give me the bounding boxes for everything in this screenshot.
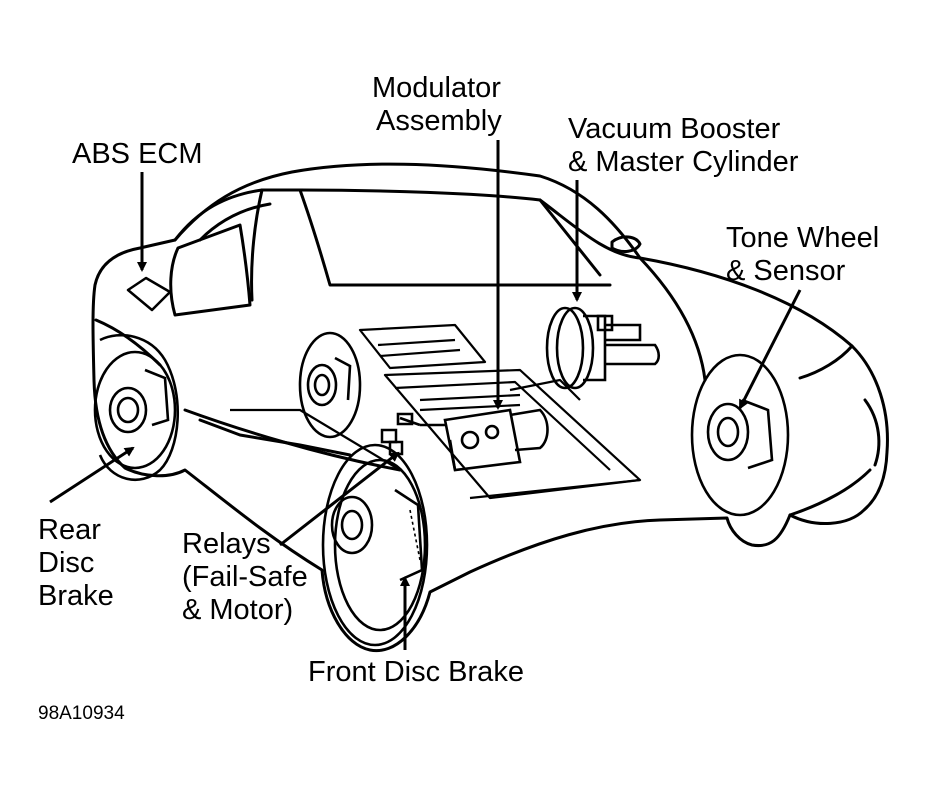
label-modulator-line-2: Assembly bbox=[376, 105, 502, 137]
label-relays-line-1: Relays bbox=[182, 528, 271, 560]
car-body bbox=[93, 164, 887, 651]
front-right-wheel bbox=[692, 355, 788, 515]
label-front-disc-line: Front Disc Brake bbox=[308, 656, 524, 688]
label-vacuum-booster-line-2: & Master Cylinder bbox=[568, 146, 799, 178]
label-modulator-assembly: Modulator Assembly bbox=[372, 72, 502, 138]
label-modulator-line-1: Modulator bbox=[372, 72, 501, 104]
label-relays-line-2: (Fail-Safe bbox=[182, 561, 308, 593]
label-rear-disc-line-3: Brake bbox=[38, 580, 114, 612]
label-rear-disc-line-1: Rear bbox=[38, 514, 101, 546]
label-relays: Relays (Fail-Safe & Motor) bbox=[182, 528, 308, 627]
label-relays-line-3: & Motor) bbox=[182, 594, 294, 626]
label-vacuum-booster-line-1: Vacuum Booster bbox=[568, 113, 781, 145]
label-tone-wheel-line-1: Tone Wheel bbox=[726, 222, 880, 254]
label-vacuum-booster: Vacuum Booster & Master Cylinder bbox=[568, 113, 798, 179]
rear-disc-brake bbox=[95, 335, 178, 480]
label-abs-ecm: ABS ECM bbox=[72, 138, 203, 171]
rear-right-wheel bbox=[300, 333, 360, 437]
label-rear-disc-line-2: Disc bbox=[38, 547, 95, 579]
figure-code: 98A10934 bbox=[38, 703, 125, 724]
label-front-disc-brake: Front Disc Brake bbox=[308, 656, 524, 689]
engine-bay bbox=[230, 325, 640, 498]
arrow-tone-wheel bbox=[740, 290, 800, 410]
label-tone-wheel: Tone Wheel & Sensor bbox=[726, 222, 879, 288]
label-abs-ecm-line: ABS ECM bbox=[72, 138, 203, 170]
front-disc-brake bbox=[323, 445, 427, 645]
modulator-assembly bbox=[398, 410, 548, 470]
vacuum-booster bbox=[547, 308, 659, 388]
arrow-rear-disc bbox=[50, 448, 135, 502]
label-tone-wheel-line-2: & Sensor bbox=[726, 255, 846, 287]
callout-arrows bbox=[50, 140, 800, 650]
label-rear-disc-brake: Rear Disc Brake bbox=[38, 514, 114, 613]
arrow-relays bbox=[280, 451, 400, 545]
